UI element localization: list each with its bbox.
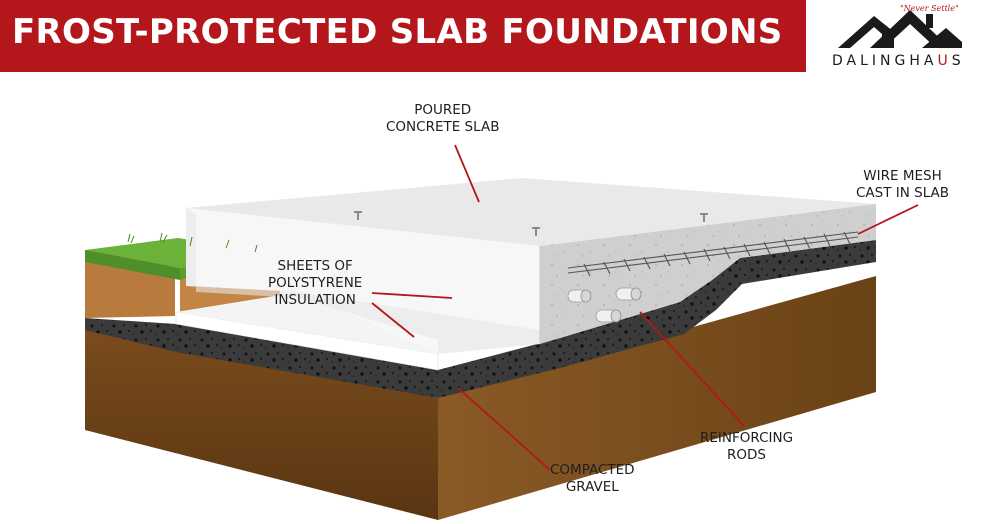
- grass-blades: [127, 232, 258, 253]
- label-reinforcing-rods-line1: REINFORCING: [700, 430, 794, 446]
- label-reinforcing-rods-line2: RODS: [727, 447, 767, 463]
- brand-logo: "Never Settle" DALINGHAUS: [822, 4, 992, 74]
- label-compacted-gravel-line1: COMPACTED: [550, 462, 635, 478]
- insulation-front: [175, 311, 439, 371]
- leader-lines: [371, 144, 919, 471]
- rod-1: [567, 289, 592, 303]
- label-wire-mesh-line1: WIRE MESH: [863, 168, 942, 184]
- anchor-bolts: [354, 211, 708, 236]
- label-polystyrene-line2: POLYSTYRENE: [268, 275, 363, 291]
- label-compacted-gravel-line2: GRAVEL: [565, 479, 619, 495]
- logo-name-accent: U: [937, 53, 952, 69]
- gravel-front: [176, 324, 438, 398]
- logo-tagline: "Never Settle": [900, 4, 959, 13]
- leader-polystyrene: [371, 292, 453, 299]
- page-title: FROST-PROTECTED SLAB FOUNDATIONS: [12, 12, 783, 52]
- leader-polystyrene-2: [371, 302, 415, 338]
- concrete-top: [186, 178, 876, 246]
- rod-2: [615, 287, 642, 301]
- leader-compacted-gravel: [457, 387, 551, 471]
- wire-mesh: [567, 231, 859, 277]
- label-polystyrene-line1: SHEETS OF: [277, 258, 353, 274]
- label-wire-mesh: WIRE MESH CAST IN SLAB: [856, 168, 949, 202]
- label-polystyrene-line3: INSULATION: [274, 292, 356, 308]
- label-wire-mesh-line2: CAST IN SLAB: [856, 185, 950, 201]
- leader-wire-mesh: [857, 204, 919, 235]
- soil-side-face: [438, 276, 876, 520]
- concrete-inner-shadow: [186, 208, 540, 354]
- gravel-left-cap: [85, 318, 176, 352]
- logo-wordmark: DALINGHAUS: [832, 53, 965, 69]
- label-poured-concrete-line1: POURED: [414, 102, 472, 118]
- rod-3: [595, 309, 622, 323]
- logo-name-tail: S: [951, 53, 965, 69]
- label-reinforcing-rods: REINFORCING RODS: [700, 430, 793, 464]
- reinforcing-rods: [567, 287, 642, 323]
- logo-name-main: DALINGHA: [832, 53, 938, 69]
- concrete-cut-face: [540, 204, 876, 344]
- soil-front-face: [85, 318, 438, 520]
- gravel-side: [438, 240, 876, 398]
- label-poured-concrete: POURED CONCRETE SLAB: [386, 102, 499, 136]
- label-compacted-gravel: COMPACTED GRAVEL: [550, 462, 635, 496]
- leader-reinforcing-rods: [639, 311, 745, 427]
- leader-poured-concrete: [454, 144, 480, 203]
- title-banner: FROST-PROTECTED SLAB FOUNDATIONS: [0, 0, 806, 72]
- house-roof-icon: [838, 10, 962, 48]
- label-poured-concrete-line2: CONCRETE SLAB: [386, 119, 500, 135]
- grass-front: [85, 250, 180, 280]
- label-polystyrene: SHEETS OF POLYSTYRENE INSULATION: [268, 258, 362, 309]
- foundation-diagram: [85, 144, 919, 520]
